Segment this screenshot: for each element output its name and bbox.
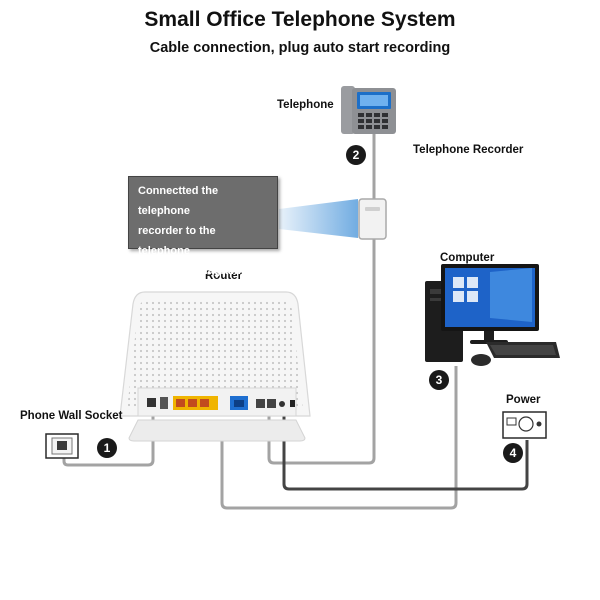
cable-router-computer <box>220 366 458 510</box>
step-badge-2: 2 <box>346 145 366 165</box>
router-label: Router <box>205 270 243 282</box>
cables <box>62 134 529 510</box>
callout-line-1: Connectted the telephone <box>138 185 219 217</box>
telephone-label: Telephone <box>277 99 334 111</box>
callout-line-3: line as this diagram: <box>138 265 245 277</box>
wall-socket-icon <box>45 433 79 459</box>
computer-label: Computer <box>440 252 495 264</box>
telephone-icon <box>341 86 396 134</box>
diagram-subtitle: Cable connection, plug auto start record… <box>149 40 451 56</box>
instruction-callout: Connectted the telephone recorder to the… <box>128 176 278 277</box>
telephone-recorder-label: Telephone Recorder <box>413 144 524 156</box>
step-badge-1: 1 <box>97 438 117 458</box>
callout-beam <box>279 199 358 238</box>
recorder-icon <box>358 198 387 240</box>
router-icon <box>119 291 311 442</box>
step-badge-4: 4 <box>503 443 523 463</box>
step-badge-3: 3 <box>429 370 449 390</box>
power-label: Power <box>506 394 541 406</box>
power-socket-icon <box>502 411 547 439</box>
cable-power-router <box>282 412 529 491</box>
callout-line-2: recorder to the telephone <box>138 225 216 257</box>
cable-recorder-router <box>267 236 376 465</box>
phone-wall-socket-label: Phone Wall Socket <box>20 410 123 422</box>
computer-icon <box>425 264 560 366</box>
diagram-title: Small Office Telephone System <box>144 8 456 31</box>
cable-wall-socket-router <box>62 412 155 467</box>
